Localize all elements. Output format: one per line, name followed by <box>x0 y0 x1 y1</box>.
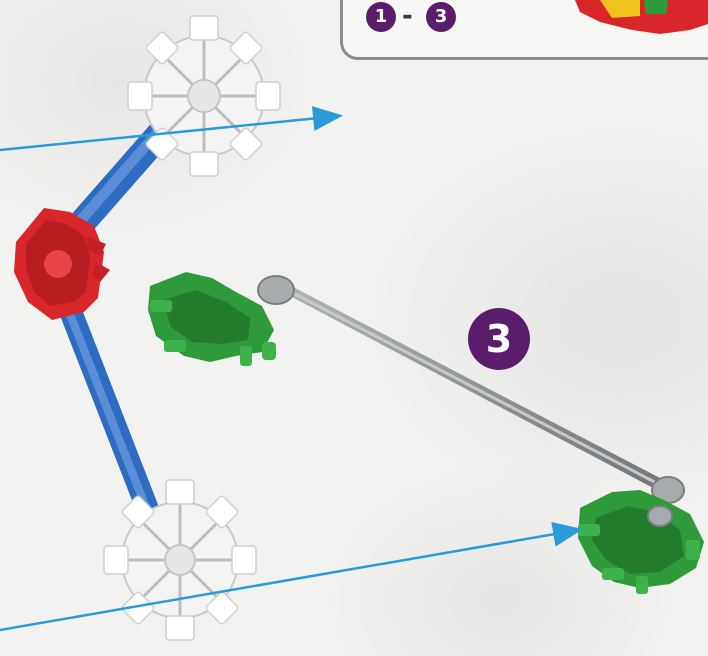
white-connector-bottom <box>104 480 256 640</box>
gray-rod <box>258 276 684 503</box>
guide-arrow-lower <box>0 530 578 630</box>
green-connector-left <box>148 272 276 366</box>
current-step-badge: 3 <box>468 308 530 370</box>
callout-part-preview <box>575 0 708 34</box>
green-connector-right <box>578 490 704 594</box>
blue-rod-lower <box>54 294 164 526</box>
